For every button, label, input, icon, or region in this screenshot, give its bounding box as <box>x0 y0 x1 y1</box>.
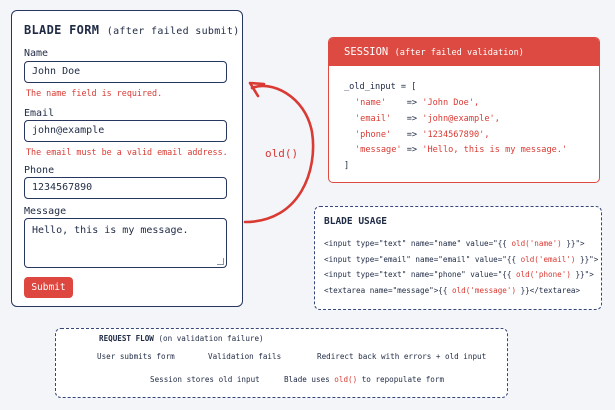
email-error: The email must be a valid email address. <box>26 147 228 157</box>
session-entry: 'message' => 'Hello, this is my message.… <box>355 145 567 155</box>
usage-line: <input type="text" name="phone" value="{… <box>324 270 594 279</box>
blade-form-panel: BLADE FORM (after failed submit) Name Jo… <box>11 10 243 307</box>
usage-pre: <input type="email" name="email" value="… <box>324 255 521 264</box>
old-arrow <box>243 84 315 224</box>
flow-step-5-post: to repopulate form <box>357 375 445 384</box>
usage-line: <input type="text" name="name" value="{{… <box>324 239 585 248</box>
flow-step-1: User submits form <box>97 352 175 361</box>
session-close: ] <box>344 161 350 171</box>
usage-call: old('phone') <box>516 270 571 279</box>
entry-key: 'message' <box>355 145 402 155</box>
blade-usage-panel: BLADE USAGE <input type="text" name="nam… <box>314 206 602 310</box>
session-subtitle: (after failed validation) <box>394 48 524 58</box>
flow-step-2: Validation fails <box>208 352 282 361</box>
session-entry: 'phone' => '1234567890', <box>355 130 490 140</box>
session-entry: 'email' => 'john@example', <box>355 114 500 124</box>
usage-call: old('name') <box>511 239 562 248</box>
flow-title-text: REQUEST FLOW <box>99 334 154 343</box>
entry-value: 'john@example', <box>422 114 500 124</box>
usage-pre: <input type="text" name="phone" value="{… <box>324 270 517 279</box>
entry-key: 'phone' <box>355 130 392 140</box>
email-label: Email <box>24 108 55 119</box>
flow-step-5-call: old() <box>334 375 358 384</box>
resize-handle-icon[interactable] <box>217 258 224 265</box>
message-text: Hello, this is my message. <box>32 225 189 236</box>
phone-field[interactable]: 1234567890 <box>24 177 227 199</box>
name-label: Name <box>24 48 49 59</box>
session-header: SESSION (after failed validation) <box>329 38 599 66</box>
entry-value: '1234567890', <box>422 130 490 140</box>
flow-step-5: Blade uses old() to repopulate form <box>284 375 444 384</box>
flow-step-5-pre: Blade uses <box>284 375 335 384</box>
usage-call: old('email') <box>520 255 576 264</box>
usage-pre: <textarea name="message">{{ <box>324 286 453 295</box>
session-entry: 'name' => 'John Doe', <box>355 98 479 108</box>
form-title: BLADE FORM (after failed submit) <box>24 23 240 37</box>
flow-title: REQUEST FLOW (on validation failure) <box>99 334 264 343</box>
session-title: SESSION <box>344 46 389 58</box>
usage-pre: <input type="text" name="name" value="{{ <box>324 239 512 248</box>
phone-label: Phone <box>24 165 55 176</box>
entry-key: 'name' <box>355 98 387 108</box>
usage-title: BLADE USAGE <box>324 216 387 227</box>
entry-sep: => <box>391 114 423 124</box>
request-flow-panel: REQUEST FLOW (on validation failure) <box>55 328 508 398</box>
old-arrow-label: old() <box>265 147 299 160</box>
entry-sep: => <box>386 98 423 108</box>
name-field[interactable]: John Doe <box>24 61 227 83</box>
flow-step-4: Session stores old input <box>150 375 260 384</box>
usage-call: old('message') <box>452 286 517 295</box>
entry-value: 'Hello, this is my message.' <box>422 145 568 155</box>
usage-line: <input type="email" name="email" value="… <box>324 255 598 264</box>
entry-value: 'John Doe', <box>422 98 480 108</box>
name-error: The name field is required. <box>26 88 163 98</box>
flow-subtitle: (on validation failure) <box>158 334 264 343</box>
session-open: _old_input = [ <box>344 82 417 92</box>
entry-sep: => <box>391 130 423 140</box>
usage-line: <textarea name="message">{{ old('message… <box>324 286 580 295</box>
entry-sep: => <box>401 145 423 155</box>
email-field[interactable]: john@example <box>24 120 227 142</box>
usage-post: }}"> <box>561 239 585 248</box>
old-arrowhead <box>248 81 266 98</box>
message-label: Message <box>24 206 67 217</box>
usage-post: }}"> <box>575 255 599 264</box>
message-textarea[interactable]: Hello, this is my message. <box>24 218 227 268</box>
usage-post: }}</textarea> <box>516 286 581 295</box>
form-title-text: BLADE FORM <box>24 23 100 37</box>
session-panel: SESSION (after failed validation) _old_i… <box>328 37 600 183</box>
usage-post: }}"> <box>570 270 594 279</box>
entry-key: 'email' <box>355 114 392 124</box>
flow-step-3: Redirect back with errors + old input <box>317 352 487 361</box>
submit-button[interactable]: Submit <box>24 277 73 298</box>
form-subtitle: (after failed submit) <box>106 26 240 37</box>
